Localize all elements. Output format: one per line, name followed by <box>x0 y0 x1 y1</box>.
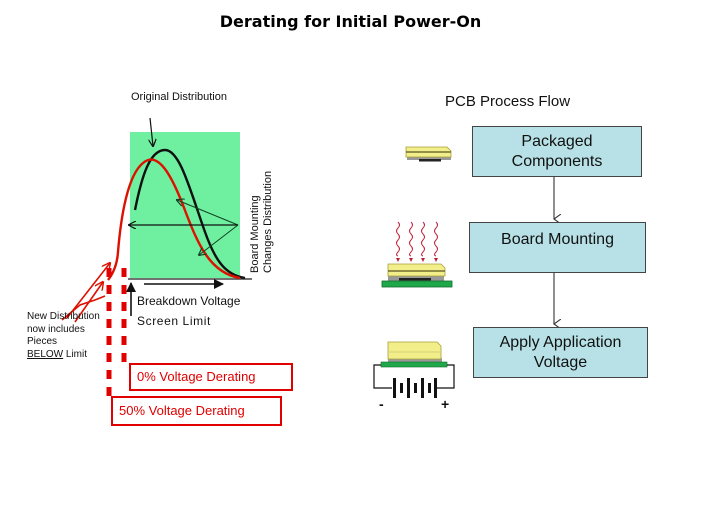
note-line-4: BELOW Limit <box>27 349 100 362</box>
flow-step-3-line1: Apply Application <box>499 333 622 351</box>
note-line-1: New Distribution <box>27 311 100 322</box>
packaged-component-icon <box>405 146 452 162</box>
flow-step-packaged-components: Packaged Components <box>472 126 642 177</box>
board-mounting-label-line2: Changes Distribution <box>262 170 274 273</box>
note-line-2: now includes <box>27 323 85 335</box>
board-mounting-arrow-up <box>177 200 239 226</box>
board-mounting-label-line1: Board Mounting <box>249 195 261 273</box>
flow-step-2-line1: Board Mounting <box>501 231 614 248</box>
screen-limit-label: Screen Limit <box>137 314 211 328</box>
new-distribution-curve <box>107 158 241 281</box>
flow-step-3-line2: Voltage <box>533 353 588 371</box>
battery-minus-label: - <box>379 396 384 412</box>
screen-region <box>130 132 240 278</box>
board-mounting-label: Board Mounting Changes Distribution <box>249 171 275 273</box>
heated-component-on-board-icon <box>381 221 453 288</box>
note-below-emphasis: BELOW <box>27 348 64 360</box>
flow-step-1-line2: Components <box>511 152 603 170</box>
pcb-process-flow-title: PCB Process Flow <box>445 93 571 110</box>
zero-percent-derating-box: 0% Voltage Derating <box>129 363 293 391</box>
note-line-3: Pieces <box>27 336 58 347</box>
board-mounting-arrow-down <box>199 224 239 255</box>
slide-title: Derating for Initial Power-On <box>219 12 482 31</box>
original-distribution-curve <box>133 148 246 280</box>
new-distribution-note: New Distribution now includes Pieces BEL… <box>27 311 100 361</box>
flow-step-apply-voltage: Apply Application Voltage <box>473 327 648 378</box>
battery-plus-label: + <box>441 396 450 412</box>
breakdown-voltage-label: Breakdown Voltage <box>137 294 241 308</box>
fifty-percent-derating-box: 50% Voltage Derating <box>111 396 282 426</box>
original-distribution-pointer <box>150 117 153 146</box>
note-limit-text: Limit <box>63 348 88 360</box>
flow-step-1-line1: Packaged <box>521 132 593 150</box>
original-distribution-label: Original Distribution <box>131 91 227 103</box>
component-on-board-with-battery-icon <box>373 341 455 398</box>
battery-icon <box>393 378 437 398</box>
flow-step-board-mounting: Board Mounting <box>469 222 646 273</box>
